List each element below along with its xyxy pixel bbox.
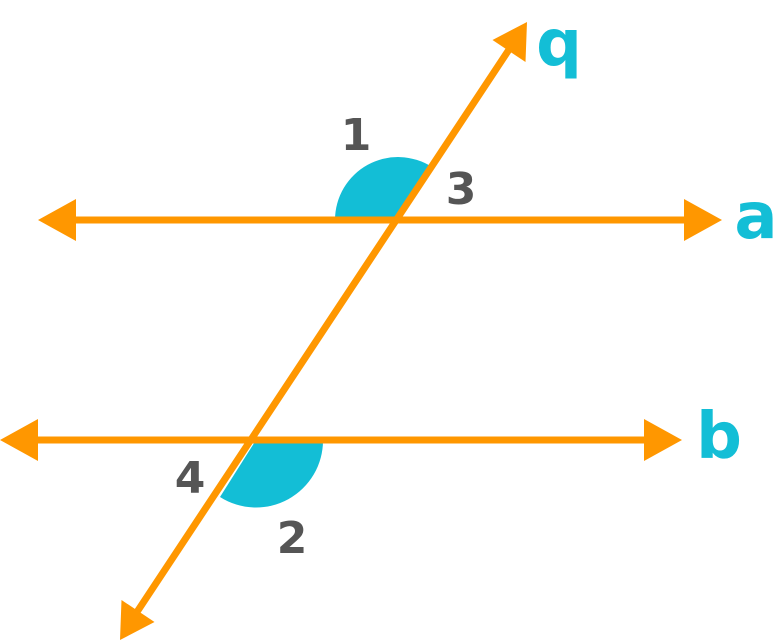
line-a bbox=[38, 199, 722, 241]
line-b-left-arrowhead bbox=[0, 419, 38, 461]
line-label-q: q bbox=[536, 7, 582, 81]
line-q-stroke bbox=[129, 41, 516, 622]
angle-label-4: 4 bbox=[175, 453, 206, 504]
angle-2-shaded-sector bbox=[220, 440, 324, 508]
angle-label-3: 3 bbox=[446, 164, 477, 215]
line-label-b: b bbox=[696, 400, 742, 474]
line-q-bottom-arrowhead bbox=[120, 600, 155, 640]
line-a-right-arrowhead bbox=[684, 199, 722, 241]
angle-label-1: 1 bbox=[341, 110, 372, 161]
line-q-top-arrowhead bbox=[492, 22, 527, 62]
line-q bbox=[120, 22, 527, 640]
line-a-left-arrowhead bbox=[38, 199, 76, 241]
line-b bbox=[0, 419, 682, 461]
line-label-a: a bbox=[734, 180, 777, 254]
angle-label-2: 2 bbox=[277, 513, 308, 564]
line-b-right-arrowhead bbox=[644, 419, 682, 461]
